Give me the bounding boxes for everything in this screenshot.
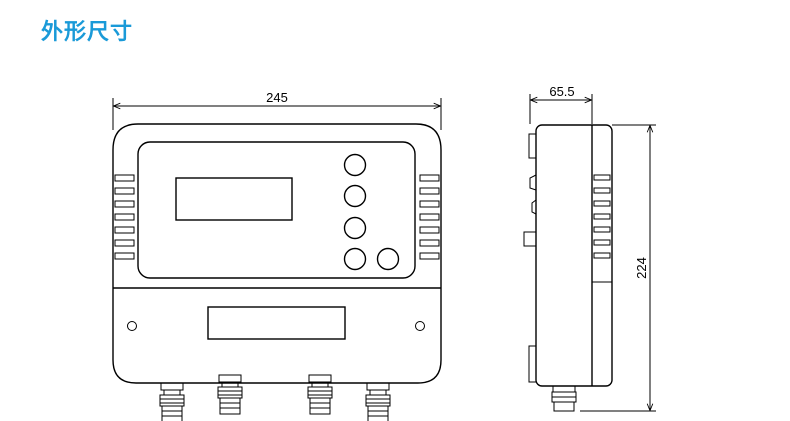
housing-outline <box>112 123 442 384</box>
button-3 <box>343 216 367 240</box>
vents-left <box>114 174 135 260</box>
width-dimension-label: 245 <box>266 90 288 105</box>
button-5 <box>376 247 400 271</box>
cable-fitting-4 <box>365 382 391 421</box>
cable-fitting-1 <box>159 382 185 421</box>
side-cable-fitting <box>551 385 577 412</box>
bracket-top <box>528 133 537 159</box>
bracket-bottom <box>528 345 537 383</box>
side-vents <box>593 174 611 259</box>
button-1 <box>343 153 367 177</box>
cable-fitting-2 <box>217 374 243 415</box>
side-body <box>535 124 613 387</box>
cable-fitting-3 <box>307 374 333 415</box>
button-2 <box>343 184 367 208</box>
screw-left <box>127 321 137 331</box>
bracket-clip-2 <box>531 199 537 215</box>
lower-window <box>207 306 346 340</box>
side-view: 65.5 224 <box>523 84 656 412</box>
bracket-middle <box>523 231 537 247</box>
page-title: 外形尺寸 <box>41 20 134 45</box>
lcd-display <box>175 177 293 221</box>
front-view: 245 <box>112 90 442 421</box>
depth-dimension-label: 65.5 <box>549 84 574 99</box>
screw-right <box>415 321 425 331</box>
button-4 <box>343 247 367 271</box>
height-dimension-label: 224 <box>634 257 649 279</box>
bracket-clip-1 <box>529 174 537 191</box>
front-panel <box>137 141 416 279</box>
vents-right <box>419 174 440 260</box>
